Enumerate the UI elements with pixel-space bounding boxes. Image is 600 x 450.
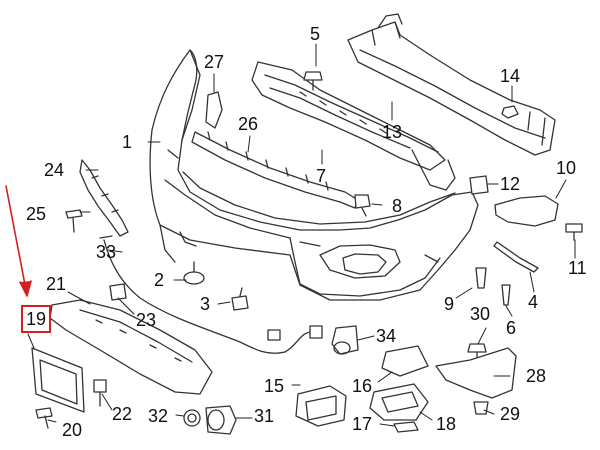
clip-part — [473, 401, 489, 415]
bolt-part — [65, 209, 83, 233]
callout-32: 32 — [148, 406, 169, 426]
callout-19: 19 — [25, 309, 47, 329]
bolt-part — [93, 379, 107, 407]
callout-13: 13 — [382, 122, 403, 142]
callout-7: 7 — [316, 166, 327, 186]
nut-part — [501, 105, 519, 119]
callout-4: 4 — [528, 292, 539, 312]
side-bracket-part — [494, 195, 559, 227]
clip-part — [501, 284, 511, 306]
callout-11: 11 — [568, 258, 587, 278]
callout-6: 6 — [506, 318, 517, 338]
clip-part — [475, 267, 487, 289]
callout-33: 33 — [96, 242, 117, 262]
callout-16: 16 — [352, 376, 373, 396]
bezel-bracket-part — [381, 345, 429, 377]
parking-sensor-part — [205, 405, 237, 435]
callout-9: 9 — [444, 294, 455, 314]
highlight-arrow — [5, 185, 32, 297]
lens-part — [393, 421, 419, 433]
callout-5: 5 — [310, 24, 321, 44]
splash-shield-part — [435, 347, 517, 399]
callout-8: 8 — [392, 196, 403, 216]
lower-deflector-part — [49, 299, 213, 395]
callout-24: 24 — [44, 160, 65, 180]
callout-27: 27 — [204, 52, 225, 72]
callout-21: 21 — [46, 274, 67, 294]
push-clip-part — [467, 343, 487, 363]
callout-2: 2 — [154, 270, 165, 290]
bolt-part — [231, 287, 249, 311]
bolt-part — [354, 194, 371, 217]
fog-lamp-bezel-part — [295, 385, 347, 427]
callout-31: 31 — [254, 406, 275, 426]
callout-20: 20 — [62, 420, 83, 440]
callout-12: 12 — [500, 174, 521, 194]
energy-absorber-part — [251, 61, 456, 191]
callout-23: 23 — [136, 310, 157, 330]
callout-22: 22 — [112, 404, 133, 424]
side-support-part — [79, 159, 129, 237]
highlighted-callout-19: 19 — [21, 305, 51, 333]
screw-part — [35, 407, 53, 429]
callout-34: 34 — [376, 326, 397, 346]
screw-part — [565, 223, 583, 241]
clip-part — [109, 283, 127, 301]
lamp-housing-part — [369, 383, 429, 421]
sensor-part — [331, 325, 359, 355]
bracket-part — [469, 175, 489, 195]
reinforcement-beam-part — [347, 13, 556, 156]
callout-29: 29 — [500, 404, 521, 424]
callout-18: 18 — [436, 414, 457, 434]
mounting-bracket-part — [205, 91, 223, 129]
grommet-part — [183, 409, 201, 427]
wiring-harness-part — [99, 235, 323, 354]
license-plate-bracket-part — [31, 347, 85, 413]
callout-30: 30 — [470, 304, 491, 324]
callout-15: 15 — [264, 376, 285, 396]
trim-strip-part — [493, 241, 539, 273]
fastener-part — [183, 261, 205, 285]
callout-1: 1 — [122, 132, 133, 152]
callout-10: 10 — [556, 158, 577, 178]
callout-26: 26 — [238, 114, 259, 134]
callout-14: 14 — [500, 66, 521, 86]
upper-trim-strip-part — [191, 131, 359, 209]
push-clip-part — [303, 71, 323, 91]
leader-lines — [27, 43, 576, 427]
bumper-cover-part — [149, 49, 479, 301]
callout-28: 28 — [526, 366, 547, 386]
callout-25: 25 — [26, 204, 47, 224]
callout-17: 17 — [352, 414, 373, 434]
callout-3: 3 — [200, 294, 211, 314]
